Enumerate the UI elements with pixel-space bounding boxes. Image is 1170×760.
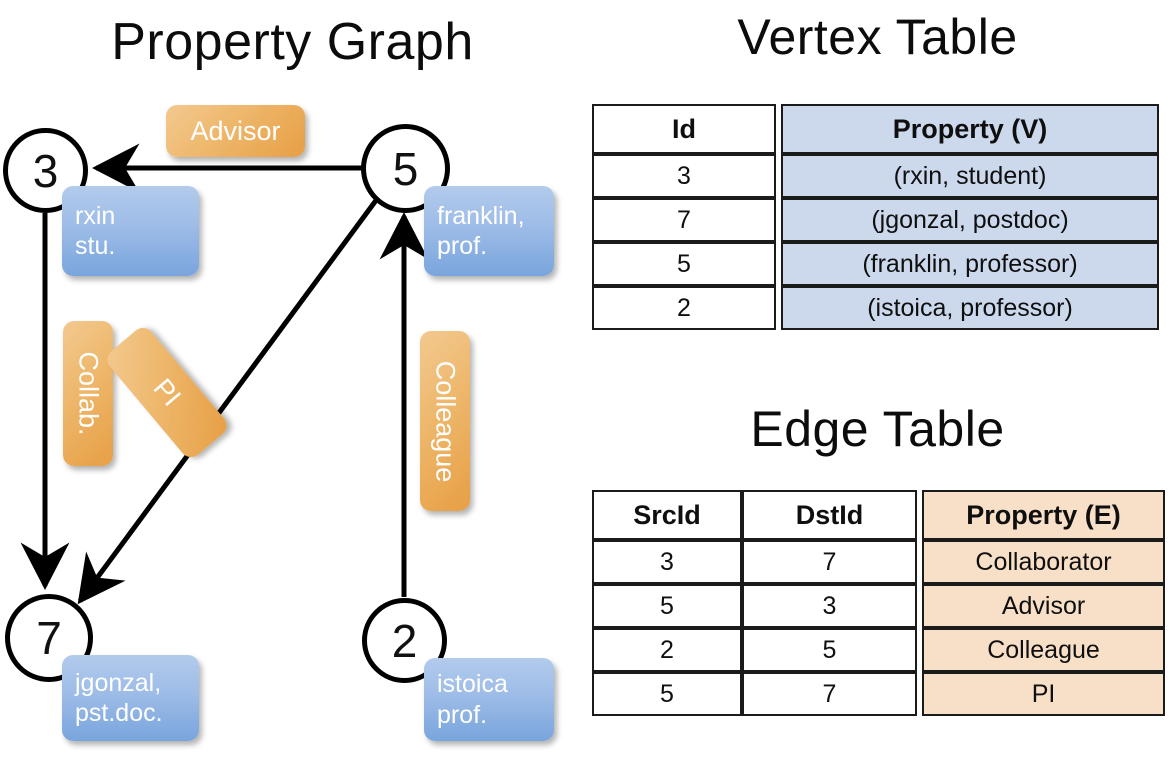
page-title-edge-table: Edge Table	[750, 401, 1005, 457]
vertex-callout-rxin[interactable]: rxin stu.	[62, 186, 199, 276]
vertex-row-3-id: 2	[592, 286, 776, 330]
edge-table-header-dstid: DstId	[742, 490, 917, 540]
table-row: 5 3 Advisor	[592, 584, 1165, 628]
graph-edges-svg	[20, 143, 429, 605]
table-row: 2 5 Colleague	[592, 628, 1165, 672]
vertex-callout-jgonzal-line1: jgonzal,	[75, 668, 162, 697]
edge-table-header-srcid: SrcId	[592, 490, 742, 540]
edge-row-2-dst: 5	[742, 628, 917, 672]
table-row: 7 (jgonzal, postdoc)	[592, 198, 1159, 242]
page-title-property-graph: Property Graph	[111, 13, 474, 71]
edge-row-2-src: 2	[592, 628, 742, 672]
edge-row-1-property: Advisor	[922, 584, 1165, 628]
edge-row-2-property: Colleague	[922, 628, 1165, 672]
vertex-table-header-id: Id	[592, 104, 776, 154]
table-row: 3 7 Collaborator	[592, 540, 1165, 584]
edge-line-5-to-7	[77, 197, 380, 605]
table-row: 2 (istoica, professor)	[592, 286, 1159, 330]
edge-row-0-dst: 7	[742, 540, 917, 584]
edge-callout-pi-label: PI	[147, 372, 188, 412]
edge-row-1-dst: 3	[742, 584, 917, 628]
table-row: 3 (rxin, student)	[592, 154, 1159, 198]
vertex-row-0-property: (rxin, student)	[781, 154, 1159, 198]
edge-callout-collab[interactable]: Collab.	[63, 321, 113, 466]
vertex-callout-istoica-line2: prof.	[437, 700, 488, 729]
vertex-row-3-property: (istoica, professor)	[781, 286, 1159, 330]
edge-callout-colleague[interactable]: Colleague	[420, 331, 470, 511]
vertex-row-2-id: 5	[592, 242, 776, 286]
graph-node-2[interactable]: 2	[362, 598, 447, 683]
vertex-callout-franklin[interactable]: franklin, prof.	[424, 186, 554, 276]
vertex-table: Id Property (V) 3 (rxin, student) 7 (jgo…	[592, 104, 1159, 330]
vertex-callout-rxin-line2: stu.	[75, 232, 116, 260]
edge-table-header-property: Property (E)	[922, 490, 1165, 540]
graph-node-5-label: 5	[392, 142, 419, 195]
vertex-callout-istoica[interactable]: istoica prof.	[424, 658, 554, 741]
edge-row-0-property: Collaborator	[922, 540, 1165, 584]
edge-callout-collab-label: Collab.	[73, 351, 104, 436]
vertex-row-2-property: (franklin, professor)	[781, 242, 1159, 286]
graph-node-3-label: 3	[32, 144, 59, 197]
table-row: 5 7 PI	[592, 672, 1165, 716]
vertex-callout-rxin-line1: rxin	[75, 201, 116, 230]
graph-node-7-label: 7	[36, 612, 62, 664]
vertex-callout-franklin-line2: prof.	[437, 232, 488, 260]
vertex-row-0-id: 3	[592, 154, 776, 198]
vertex-callout-jgonzal-line2: pst.doc.	[75, 699, 163, 727]
edge-row-0-src: 3	[592, 540, 742, 584]
property-graph-diagram: 3 5 7 2 rxin stu. franklin, prof. jgonza…	[3, 105, 554, 741]
vertex-table-header-property: Property (V)	[781, 104, 1159, 154]
vertex-callout-istoica-line1: istoica	[437, 670, 508, 698]
edge-row-3-property: PI	[922, 672, 1165, 716]
vertex-callout-jgonzal[interactable]: jgonzal, pst.doc.	[62, 655, 199, 741]
vertex-row-1-id: 7	[592, 198, 776, 242]
edge-callout-advisor[interactable]: Advisor	[166, 105, 305, 157]
vertex-callout-franklin-line1: franklin,	[437, 201, 525, 230]
edge-row-3-dst: 7	[742, 672, 917, 716]
edge-callout-colleague-label: Colleague	[430, 360, 461, 482]
edge-row-3-src: 5	[592, 672, 742, 716]
page-title-vertex-table: Vertex Table	[737, 9, 1018, 65]
edge-callout-advisor-label: Advisor	[190, 115, 281, 146]
vertex-table-header-row: Id Property (V)	[592, 104, 1159, 154]
vertex-row-1-property: (jgonzal, postdoc)	[781, 198, 1159, 242]
edge-table-header-row: SrcId DstId Property (E)	[592, 490, 1165, 540]
table-row: 5 (franklin, professor)	[592, 242, 1159, 286]
edge-row-1-src: 5	[592, 584, 742, 628]
graph-node-2-label: 2	[391, 614, 418, 667]
edge-table: SrcId DstId Property (E) 3 7 Collaborato…	[592, 490, 1165, 716]
graph-node-5[interactable]: 5	[361, 124, 450, 213]
